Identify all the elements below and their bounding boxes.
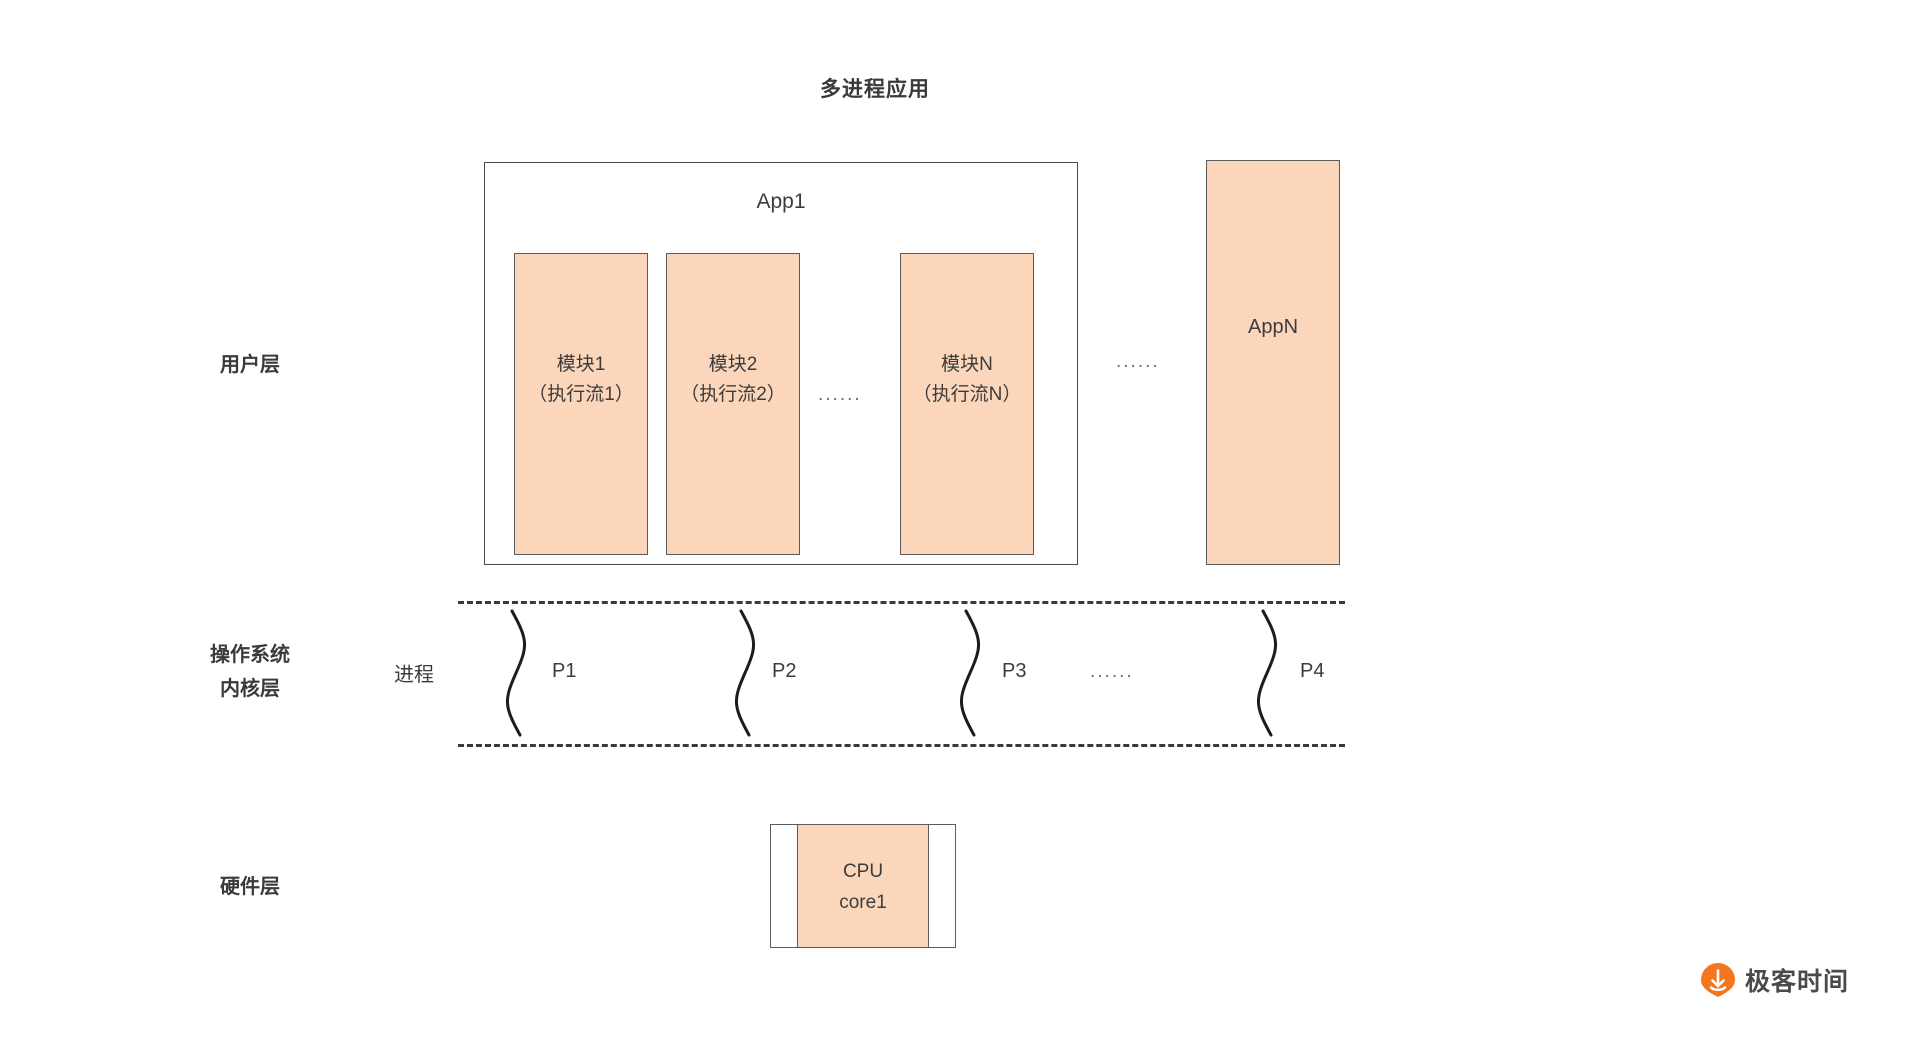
appn-label: AppN bbox=[1247, 316, 1299, 338]
process-label-p3: P3 bbox=[1002, 660, 1027, 682]
module-label-n: 模块N （执行流N） bbox=[912, 354, 1022, 405]
process-brace-icon-3 bbox=[952, 608, 992, 738]
module-box-2: 模块2 （执行流2） bbox=[666, 253, 800, 555]
process-label-p1: P1 bbox=[552, 660, 577, 682]
process-brace-icon-1 bbox=[498, 608, 538, 738]
kernel-boundary-top bbox=[458, 601, 1345, 604]
layer-label-user: 用户层 bbox=[220, 354, 280, 376]
appn-box: AppN bbox=[1206, 160, 1340, 565]
process-brace-icon-2 bbox=[727, 608, 767, 738]
kernel-boundary-bottom bbox=[458, 744, 1345, 747]
processes-ellipsis: ...... bbox=[1090, 661, 1134, 682]
module-box-n: 模块N （执行流N） bbox=[900, 253, 1034, 555]
process-brace-icon-4 bbox=[1249, 608, 1289, 738]
module-box-1: 模块1 （执行流1） bbox=[514, 253, 648, 555]
process-label-p2: P2 bbox=[772, 660, 797, 682]
cpu-core-label: CPU core1 bbox=[839, 861, 887, 913]
layer-label-kernel: 操作系统 内核层 bbox=[210, 644, 290, 700]
apps-ellipsis: ...... bbox=[1116, 351, 1160, 372]
process-label-p4: P4 bbox=[1300, 660, 1325, 682]
geektime-logo-icon bbox=[1700, 962, 1736, 998]
module-label-2: 模块2 （执行流2） bbox=[680, 354, 786, 405]
process-group-label: 进程 bbox=[394, 664, 434, 686]
module-label-1: 模块1 （执行流1） bbox=[528, 354, 634, 405]
layer-label-hardware: 硬件层 bbox=[220, 876, 280, 898]
watermark-text: 极客时间 bbox=[1745, 968, 1850, 996]
page-title: 多进程应用 bbox=[820, 78, 930, 101]
app1-title: App1 bbox=[756, 190, 806, 213]
watermark: 极客时间 bbox=[1700, 962, 1849, 998]
cpu-core-box bbox=[797, 824, 929, 948]
modules-ellipsis: ...... bbox=[818, 384, 862, 405]
